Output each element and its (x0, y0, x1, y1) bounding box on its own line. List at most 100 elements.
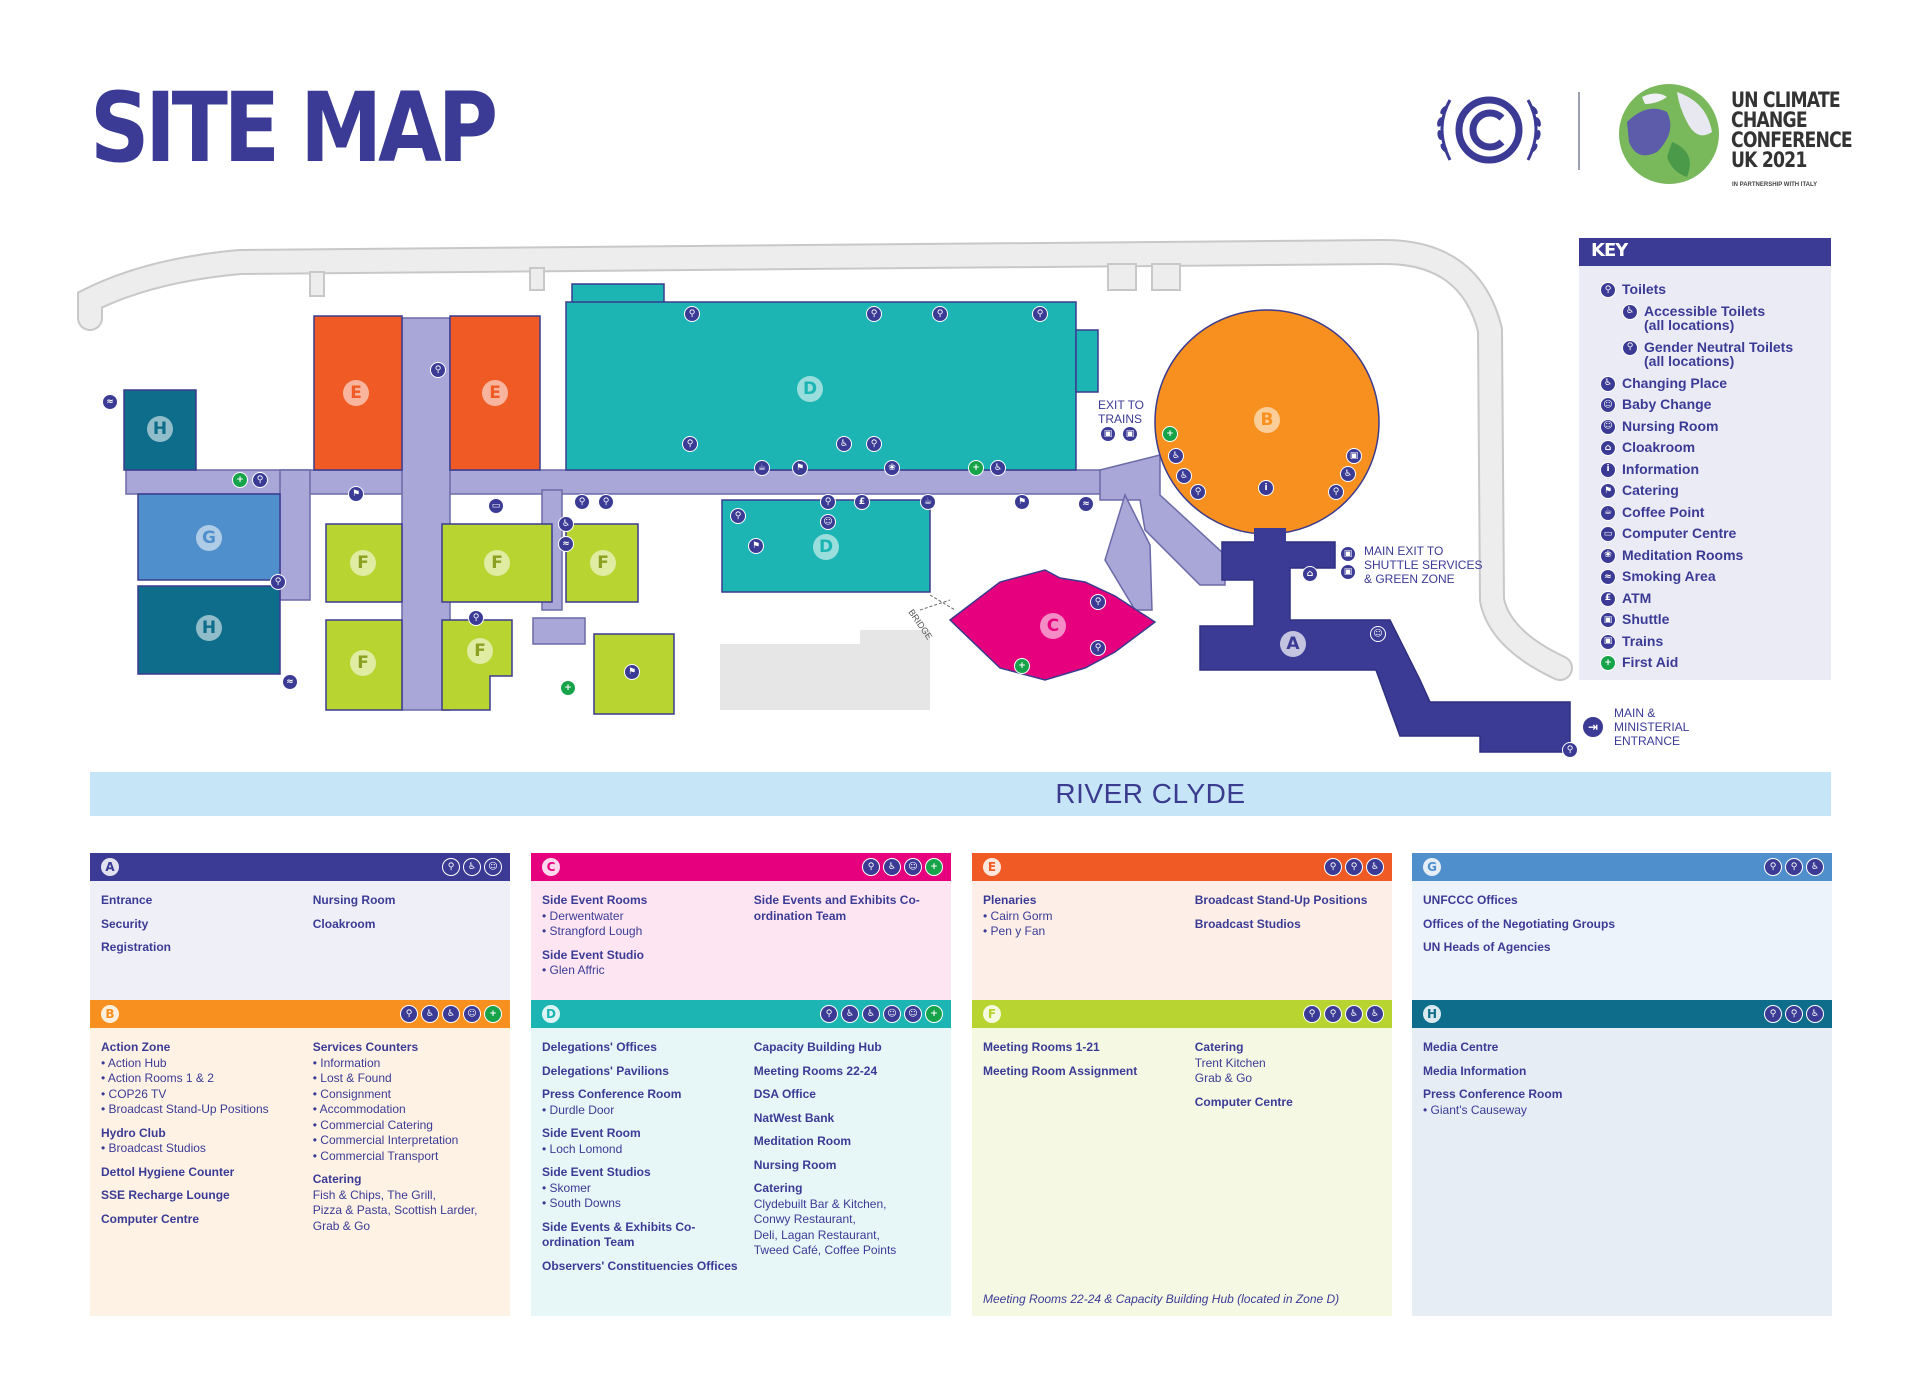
first-aid-icon: + (232, 472, 248, 488)
card-facility-icons: ⚲⚲♿ (1764, 1005, 1824, 1023)
facility-sub-item: Tweed Café, Coffee Points (753, 1243, 897, 1257)
facility-sub-item: Trent Kitchen (1194, 1055, 1266, 1070)
toilets-icon: ⚲ (1562, 742, 1578, 758)
logo-divider (1578, 92, 1580, 170)
baby-change-icon: ☺ (463, 1005, 481, 1023)
facility-name: Hydro Club (101, 1125, 166, 1140)
facility-entry: Broadcast Studios (1195, 917, 1381, 933)
zone-letter-badge: E (983, 858, 1001, 876)
key-item-label: Coffee Point (1622, 505, 1704, 519)
facility-sub-item: • Information (312, 1055, 381, 1070)
toilets-icon: ⚲ (270, 574, 286, 590)
key-item-text: Meditation Rooms (1622, 546, 1744, 563)
atm-icon: £ (1600, 590, 1616, 607)
facility-name: Services Counters (312, 1040, 419, 1054)
facility-entry: Services Counters• Information• Lost & F… (313, 1040, 499, 1164)
accessible-toilets-icon: ♿ (1806, 858, 1824, 876)
toilets-icon: ⚲ (730, 508, 746, 524)
computer-centre-icon: ▭ (1600, 526, 1616, 542)
card-facility-icons: ⚲⚲♿♿ (1303, 1005, 1384, 1023)
facility-sub-item: Grab & Go (1194, 1071, 1253, 1085)
facility-entry: Entrance (101, 893, 313, 909)
facility-name: Meditation Room (753, 1134, 852, 1148)
facility-name: Press Conference Room (1423, 1087, 1563, 1101)
brand-subtitle: IN PARTNERSHIP WITH ITALY (1732, 182, 1818, 188)
facility-sub-item: • Pen y Fan (983, 924, 1046, 938)
facility-entry: UN Heads of Agencies (1423, 940, 1635, 956)
key-item-text: Changing Place (1622, 374, 1728, 391)
card-facility-icons: ⚲♿♿☺☺+ (820, 1005, 943, 1023)
facility-name: Delegations' Offices (542, 1040, 657, 1054)
key-item-text: Accessible Toilets (1644, 302, 1766, 319)
facility-entry: Meeting Rooms 22-24 (754, 1064, 940, 1080)
facility-entry: SSE Recharge Lounge (101, 1188, 313, 1204)
zone-h-label: H (196, 615, 222, 641)
accessible-toilets-icon: ♿ (836, 436, 852, 452)
facility-entry: Hydro Club• Broadcast Studios (101, 1126, 313, 1157)
key-item: £ATM (1600, 590, 1651, 607)
toilets-icon: ⚲ (1090, 640, 1106, 656)
catering-icon: ⚑ (1600, 483, 1616, 499)
zone-letter-badge: B (101, 1005, 119, 1023)
trains-icon: ▣ (1122, 426, 1138, 442)
facility-sub-item: Pizza & Pasta, Scottish Larder, (312, 1203, 478, 1217)
main-exit-line: SHUTTLE SERVICES (1364, 558, 1483, 572)
brand-line: CHANGE (1731, 108, 1808, 132)
toilets-icon: ⚲ (1032, 306, 1048, 322)
changing-place-icon: ♿ (442, 1005, 460, 1023)
accessible-toilets-icon: ♿ (841, 1005, 859, 1023)
catering-icon: ⚑ (792, 460, 808, 476)
baby-change-icon: ☺ (883, 1005, 901, 1023)
changing-place-icon: ♿ (1366, 1005, 1384, 1023)
facility-name: Side Event Room (542, 1126, 641, 1140)
unfccc-logo (1437, 96, 1541, 164)
key-item: ▣Trains (1600, 633, 1663, 650)
facility-entry: Nursing Room (754, 1158, 940, 1174)
facility-entry: Meeting Room Assignment (983, 1064, 1195, 1080)
shuttle-icon: ▣ (1100, 426, 1116, 442)
zone-f-label: F (350, 550, 376, 576)
brand-line: CONFERENCE (1731, 128, 1853, 152)
card-header: G⚲⚲♿ (1412, 853, 1832, 881)
main-exit-line: & GREEN ZONE (1364, 572, 1455, 586)
key-item-text: Baby Change (1622, 396, 1712, 412)
zone-d-label: D (813, 534, 839, 560)
zone-f-label: F (350, 650, 376, 676)
facility-name: Plenaries (983, 893, 1037, 907)
facility-name: UN Heads of Agencies (1423, 940, 1551, 954)
smoking-area-icon: ≈ (558, 536, 574, 552)
facility-sub-item: • Commercial Transport (312, 1148, 439, 1163)
atm-icon: £ (854, 494, 870, 510)
main-exit-label: MAIN EXIT TO SHUTTLE SERVICES & GREEN ZO… (1364, 544, 1482, 586)
facility-sub-item: • Strangford Lough (542, 924, 643, 938)
facility-name: Nursing Room (753, 1157, 837, 1172)
facility-entry: Security (101, 917, 313, 933)
card-note: Meeting Rooms 22-24 & Capacity Building … (983, 1292, 1340, 1306)
smoking-area-icon: ≈ (102, 394, 118, 410)
facility-sub-item: • Durdle Door (542, 1102, 615, 1117)
facility-entry: Side Events and Exhibits Co-ordination T… (754, 893, 940, 924)
zone-f-label: F (467, 638, 493, 664)
key-item-label: Accessible Toilets(all locations) (1644, 304, 1765, 332)
zone-f-label: F (484, 550, 510, 576)
card-facility-icons: ⚲⚲♿ (1764, 858, 1824, 876)
main-entrance-line: ENTRANCE (1614, 734, 1681, 748)
zone-letter-badge: D (542, 1005, 560, 1023)
card-column: Side Events and Exhibits Co-ordination T… (754, 893, 940, 987)
facility-name: Delegations' Pavilions (542, 1063, 669, 1078)
facility-entry: Delegations' Pavilions (542, 1064, 754, 1080)
facility-name: Media Centre (1423, 1040, 1499, 1054)
key-item: ▭Computer Centre (1600, 526, 1736, 542)
key-item-label: Baby Change (1622, 397, 1711, 411)
facility-sub-item: • Glen Affric (542, 963, 605, 977)
